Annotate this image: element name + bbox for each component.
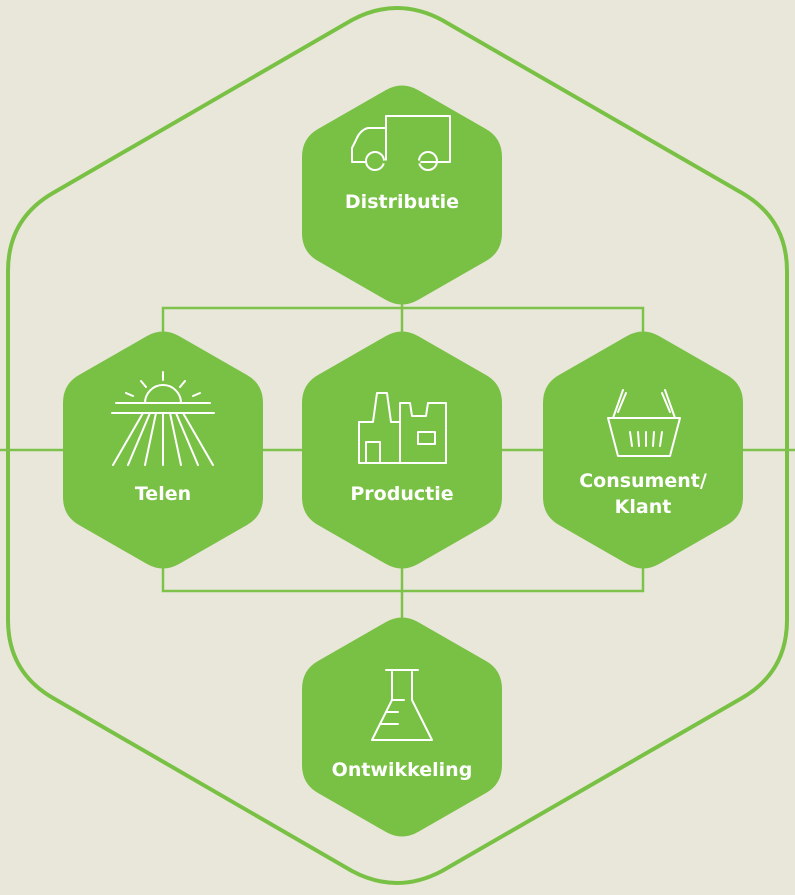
- hexagon-distributie: [302, 85, 502, 305]
- hexagon-nodes: [63, 85, 743, 837]
- hexagon-ontwikkeling: [302, 617, 502, 837]
- truck-icon: [351, 115, 451, 171]
- label-consument: Consument/ Klant: [579, 470, 707, 518]
- flask-icon: [371, 669, 433, 741]
- label-ontwikkeling: Ontwikkeling: [331, 759, 473, 781]
- basket-icon: [607, 389, 681, 457]
- outer-hexagon-frame: [6, 6, 789, 885]
- label-productie: Productie: [350, 483, 454, 505]
- factory-icon: [358, 392, 447, 464]
- hexagon-consument: [543, 331, 743, 569]
- label-distributie: Distributie: [344, 191, 460, 213]
- label-telen: Telen: [134, 483, 192, 505]
- hexagon-productie: [302, 331, 502, 569]
- sun-field-icon: [111, 371, 215, 466]
